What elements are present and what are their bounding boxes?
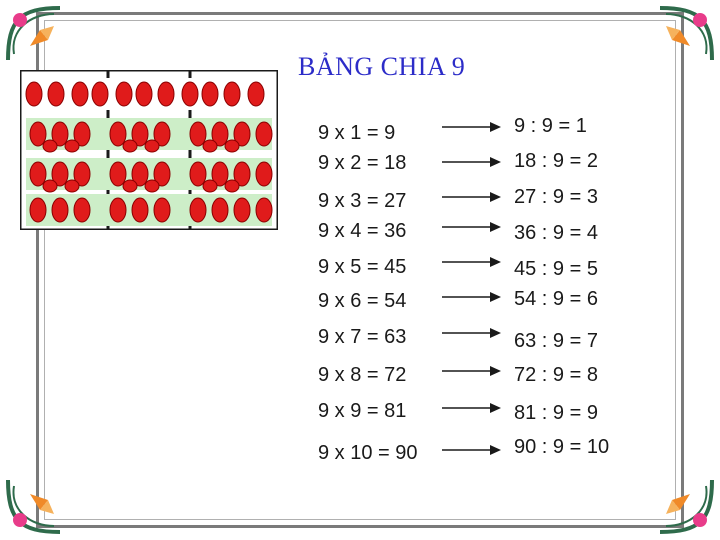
bead [233,161,251,187]
bead [115,81,133,107]
bead [211,197,229,223]
bead [189,121,207,147]
multiplication-equation: 9 x 7 = 63 [318,326,407,348]
corner-ornament-icon [648,0,720,72]
arrow-right-icon [442,366,501,376]
bead [29,197,47,223]
bead [91,81,109,107]
bead [64,179,80,193]
bead [224,139,240,153]
bead [51,197,69,223]
bead [189,197,207,223]
bead [255,197,273,223]
bead [109,197,127,223]
bead [181,81,199,107]
arrow-right-icon [442,122,501,132]
bead [51,121,69,147]
bead [64,139,80,153]
bead [247,81,265,107]
division-equation: 54 : 9 = 6 [514,288,598,310]
arrow-right-icon [442,222,501,232]
multiplication-equation: 9 x 10 = 90 [318,442,418,464]
corner-ornament-icon [648,468,720,540]
bead [25,81,43,107]
bead [153,197,171,223]
bead [122,139,138,153]
division-equation: 36 : 9 = 4 [514,222,598,244]
multiplication-equation: 9 x 3 = 27 [318,190,407,212]
bead [201,81,219,107]
arrow-right-icon [442,157,501,167]
bead [202,139,218,153]
inner-frame [44,20,676,520]
bead [153,161,171,187]
arrow-right-icon [442,328,501,338]
bead [211,161,229,187]
bead [42,139,58,153]
arrow-right-icon [442,292,501,302]
bead [255,161,273,187]
multiplication-equation: 9 x 4 = 36 [318,220,407,242]
bead [73,121,91,147]
bead-abacus [20,70,278,230]
bead-layer [25,78,273,226]
bead [47,81,65,107]
bead [202,179,218,193]
multiplication-equation: 9 x 1 = 9 [318,122,396,144]
division-equation: 63 : 9 = 7 [514,330,598,352]
bead [131,197,149,223]
bead [223,81,241,107]
multiplication-equation: 9 x 6 = 54 [318,290,407,312]
bead [73,197,91,223]
arrow-right-icon [442,192,501,202]
bead [71,81,89,107]
bead [144,179,160,193]
bead [224,179,240,193]
bead [135,81,153,107]
bead [109,121,127,147]
arrow-right-icon [442,403,501,413]
division-equation: 72 : 9 = 8 [514,364,598,386]
bead [109,161,127,187]
multiplication-equation: 9 x 5 = 45 [318,256,407,278]
bead [153,121,171,147]
bead [29,121,47,147]
multiplication-equation: 9 x 8 = 72 [318,364,407,386]
bead [73,161,91,187]
bead [122,179,138,193]
outer-frame [36,12,684,528]
corner-ornament-icon [0,468,72,540]
division-equation: 81 : 9 = 9 [514,402,598,424]
bead [51,161,69,187]
bead [189,161,207,187]
bead [144,139,160,153]
bead [255,121,273,147]
bead [42,179,58,193]
division-equation: 18 : 9 = 2 [514,150,598,172]
division-equation: 45 : 9 = 5 [514,258,598,280]
bead [211,121,229,147]
bead [131,121,149,147]
bead [131,161,149,187]
arrow-right-icon [442,257,501,267]
division-equation: 90 : 9 = 10 [514,436,610,458]
bead [233,121,251,147]
bead [29,161,47,187]
arrow-right-icon [442,445,501,455]
corner-ornament-icon [0,0,72,72]
multiplication-equation: 9 x 2 = 18 [318,152,407,174]
division-equation: 27 : 9 = 3 [514,186,598,208]
bead [157,81,175,107]
bead [233,197,251,223]
division-equation: 9 : 9 = 1 [514,115,587,137]
multiplication-equation: 9 x 9 = 81 [318,400,407,422]
page-title: BẢNG CHIA 9 [298,52,466,81]
